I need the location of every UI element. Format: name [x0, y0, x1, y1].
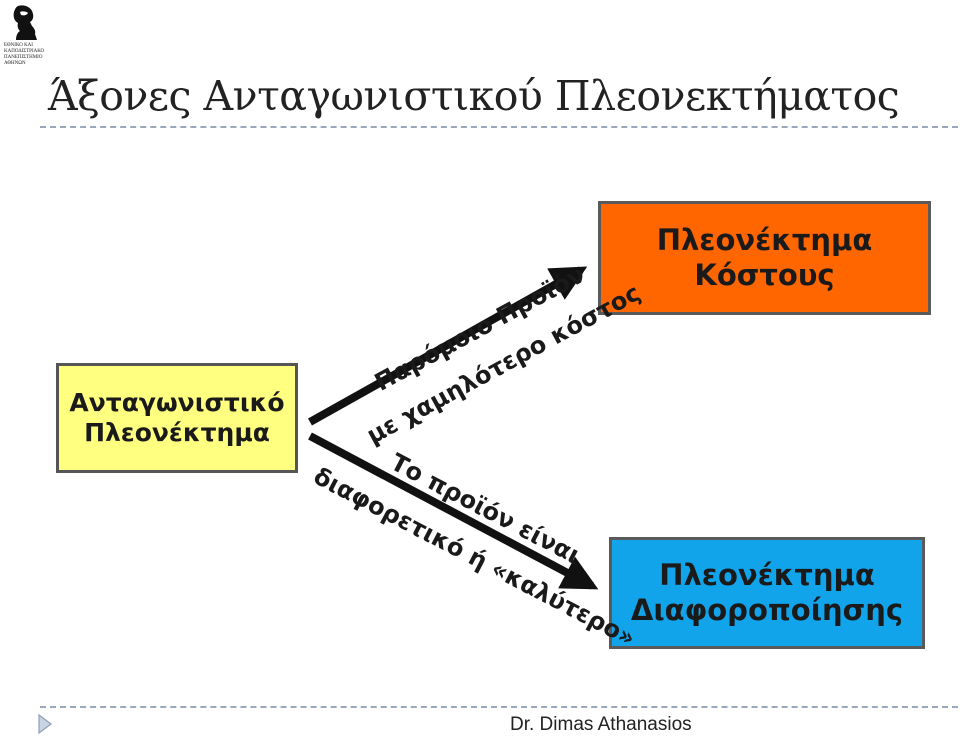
diff-box-line2: Διαφοροποίησης	[630, 593, 904, 627]
title-divider	[40, 126, 958, 128]
slide-footer: Dr. Dimas Athanasios	[510, 714, 692, 735]
differentiation-advantage-box: Πλεονέκτημα Διαφοροποίησης	[609, 537, 925, 649]
university-logo: ΕΘΝΙΚΟ ΚΑΙ ΚΑΠΟΔΙΣΤΡΙΑΚΟ ΠΑΝΕΠΙΣΤΗΜΙΟ ΑΘ…	[4, 4, 54, 67]
cost-box-line2: Κόστους	[694, 258, 835, 292]
cost-advantage-box: Πλεονέκτημα Κόστους	[598, 201, 931, 315]
center-box-line2: Πλεονέκτημα	[84, 418, 270, 447]
competitive-advantage-box: Ανταγωνιστικό Πλεονέκτημα	[56, 363, 298, 473]
logo-text: ΕΘΝΙΚΟ ΚΑΙ ΚΑΠΟΔΙΣΤΡΙΑΚΟ ΠΑΝΕΠΙΣΤΗΜΙΟ ΑΘ…	[4, 43, 45, 66]
slide-title: Άξονες Ανταγωνιστικού Πλεονεκτήματος	[48, 72, 900, 120]
cost-box-line1: Πλεονέκτημα	[656, 223, 873, 258]
athena-head-icon	[13, 5, 37, 40]
differentiation-arrow	[308, 432, 599, 590]
center-box-line1: Ανταγωνιστικό	[69, 388, 285, 417]
triangle-bullet-icon	[38, 714, 52, 734]
diff-box-line1: Πλεονέκτημα	[659, 558, 875, 593]
cost-arrow	[308, 266, 588, 426]
footer-divider	[40, 706, 958, 708]
